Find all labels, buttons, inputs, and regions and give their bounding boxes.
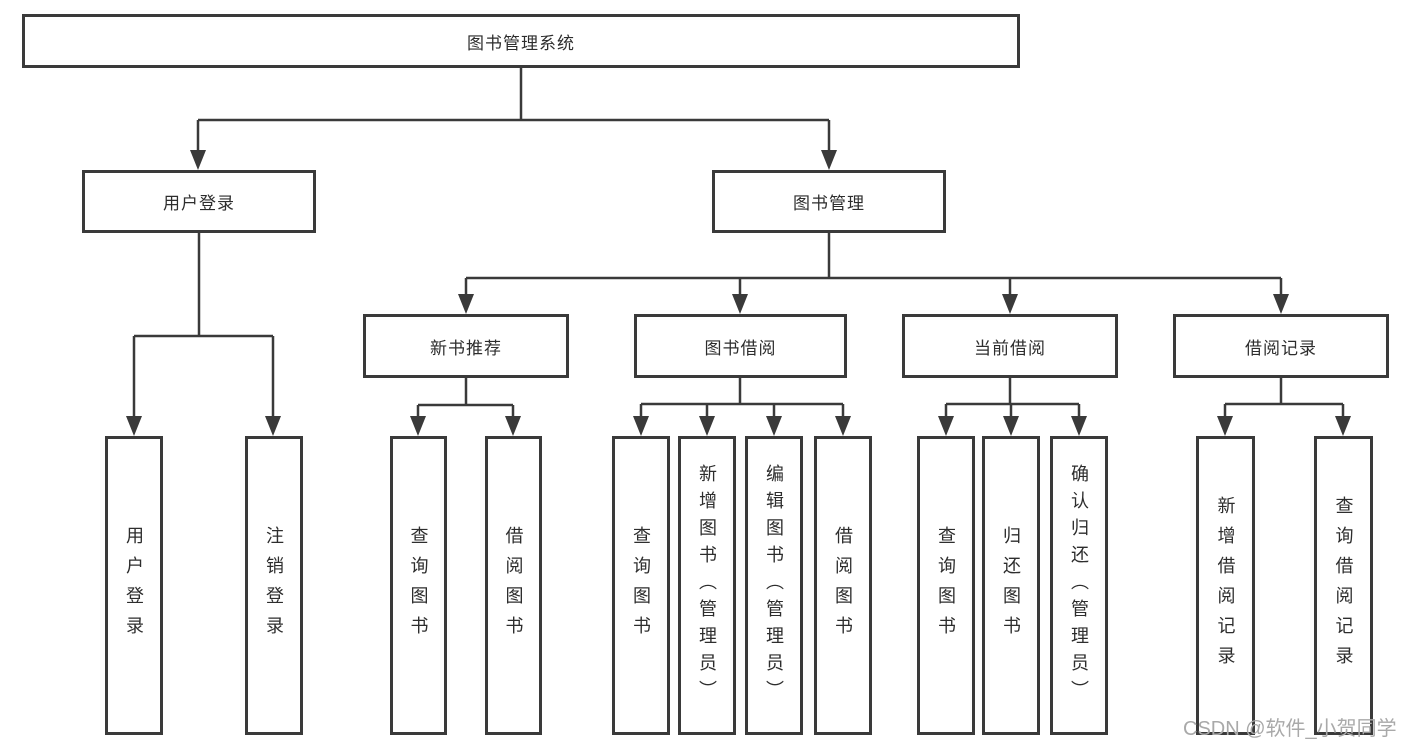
leaf-return-book: 归还图书: [982, 436, 1040, 735]
leaf-edit-book-admin: 编辑图书（管理员）: [745, 436, 803, 735]
csdn-watermark: CSDN @软件_小贺同学: [1183, 718, 1397, 740]
leaf-query-borrow-record: 查询借阅记录: [1314, 436, 1373, 735]
leaf-add-book-admin: 新增图书（管理员）: [678, 436, 736, 735]
arrowhead: [505, 416, 521, 436]
connector-book-borrow-to-leaves: [639, 378, 845, 424]
leaf-query-books-borrow-label: 查询图书: [631, 525, 651, 646]
leaf-user-login-label: 用户登录: [124, 525, 144, 646]
leaf-query-books-current-label: 查询图书: [936, 525, 956, 646]
leaf-query-books-recommend-label: 查询图书: [408, 525, 429, 646]
node-new-book-recommend-label: 新书推荐: [430, 338, 502, 358]
connector-new-book-recommend-to-leaves: [416, 378, 515, 424]
arrowhead: [1003, 416, 1019, 436]
leaf-add-book-admin-label: 新增图书（管理员）: [697, 464, 717, 707]
leaf-logout-label: 注销登录: [264, 525, 284, 646]
leaf-borrow-books-recommend: 借阅图书: [485, 436, 542, 735]
leaf-add-borrow-record-label: 新增借阅记录: [1215, 495, 1236, 676]
arrowhead: [766, 416, 782, 436]
node-book-borrow-label: 图书借阅: [704, 338, 777, 358]
leaf-edit-book-admin-label: 编辑图书（管理员）: [764, 464, 784, 707]
arrowhead: [265, 416, 281, 436]
node-root-label: 图书管理系统: [467, 33, 575, 53]
leaf-query-books-current: 查询图书: [917, 436, 975, 735]
arrowhead: [410, 416, 426, 436]
arrowhead: [1335, 416, 1351, 436]
arrowhead: [835, 416, 851, 436]
leaf-confirm-return-admin-label: 确认归还（管理员）: [1069, 464, 1089, 707]
leaf-add-borrow-record: 新增借阅记录: [1196, 436, 1255, 735]
arrowhead: [821, 150, 837, 170]
arrowhead: [458, 294, 474, 314]
node-book-management: 图书管理: [712, 170, 946, 233]
node-new-book-recommend: 新书推荐: [363, 314, 569, 378]
leaf-return-book-label: 归还图书: [1001, 525, 1021, 646]
connector-book-management-to-level3: [464, 233, 1283, 302]
node-user-login: 用户登录: [82, 170, 316, 233]
arrowhead: [1071, 416, 1087, 436]
leaf-query-books-recommend: 查询图书: [390, 436, 447, 735]
leaf-confirm-return-admin: 确认归还（管理员）: [1050, 436, 1108, 735]
leaf-borrow-books-borrow: 借阅图书: [814, 436, 872, 735]
connector-root-to-level2: [196, 68, 831, 158]
arrowhead: [1002, 294, 1018, 314]
node-borrow-records-label: 借阅记录: [1245, 338, 1317, 358]
node-book-borrow: 图书借阅: [634, 314, 847, 378]
leaf-user-login: 用户登录: [105, 436, 163, 735]
node-user-login-label: 用户登录: [163, 194, 235, 213]
connector-borrow-records-to-leaves: [1223, 378, 1345, 424]
arrowhead: [126, 416, 142, 436]
node-current-borrow: 当前借阅: [902, 314, 1118, 378]
connector-user-login-to-leaves: [132, 233, 275, 424]
leaf-borrow-books-borrow-label: 借阅图书: [833, 525, 853, 646]
node-root: 图书管理系统: [22, 14, 1020, 68]
arrowhead: [699, 416, 715, 436]
arrowhead: [1273, 294, 1289, 314]
arrowhead: [633, 416, 649, 436]
node-current-borrow-label: 当前借阅: [974, 338, 1046, 358]
leaf-query-books-borrow: 查询图书: [612, 436, 670, 735]
leaf-logout: 注销登录: [245, 436, 303, 735]
arrowhead: [938, 416, 954, 436]
leaf-borrow-books-recommend-label: 借阅图书: [503, 525, 524, 646]
node-book-management-label: 图书管理: [793, 194, 865, 213]
connector-current-borrow-to-leaves: [944, 378, 1081, 424]
arrowhead: [1217, 416, 1233, 436]
node-borrow-records: 借阅记录: [1173, 314, 1389, 378]
arrowhead: [190, 150, 206, 170]
arrowhead: [732, 294, 748, 314]
leaf-query-borrow-record-label: 查询借阅记录: [1333, 495, 1354, 676]
